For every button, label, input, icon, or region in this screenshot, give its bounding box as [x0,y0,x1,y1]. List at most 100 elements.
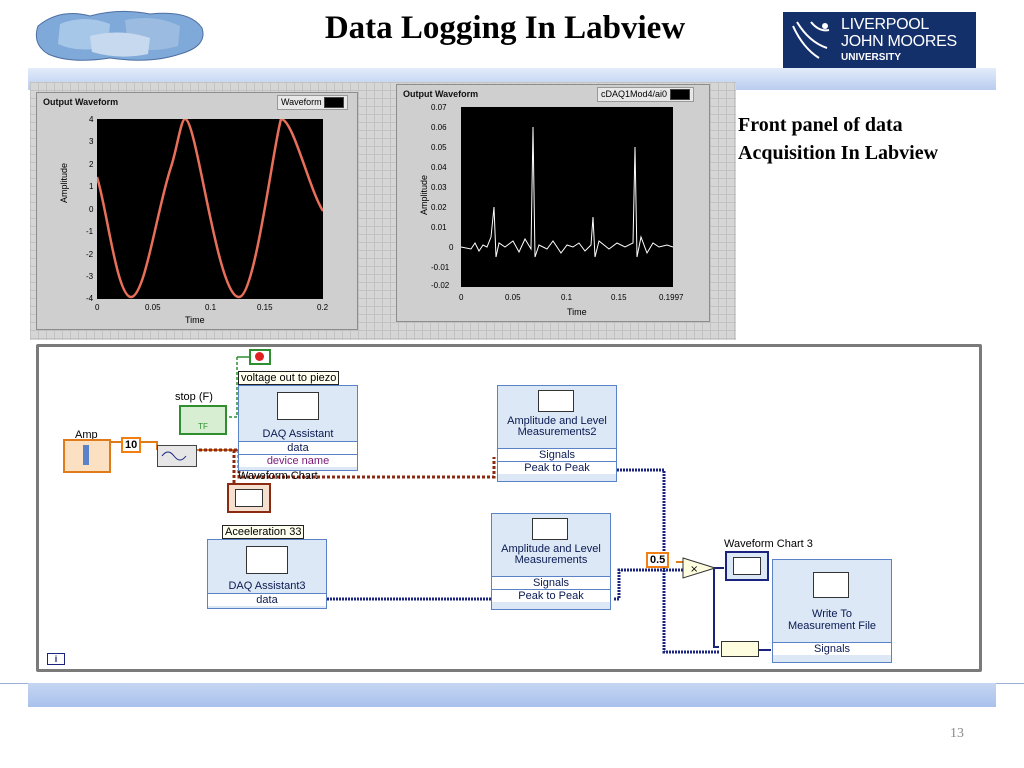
caption-line-2: Acquisition In Labview [738,142,939,164]
graph-2-legend[interactable]: cDAQ1Mod4/ai0 [597,87,694,103]
g2-ytick: 0.01 [431,223,447,232]
g2-xtick: 0 [459,293,464,302]
g2-xtick: 0.05 [505,293,521,302]
led-indicator [249,349,271,365]
g2-ytick: 0.03 [431,183,447,192]
stop-value: TF [198,422,208,431]
graph-2-title: Output Waveform [403,89,479,99]
acceleration-label: Aceeleration 33 [222,525,305,539]
daq-assistant-node[interactable]: DAQ Assistant data device name [238,385,358,471]
graph-1-legend[interactable]: Waveform [277,95,349,111]
graph-1-xlabel: Time [185,315,205,325]
legend-plot-icon [669,89,690,101]
g1-ytick: 2 [89,160,94,169]
multiply-icon[interactable]: × [682,557,716,579]
graph-2-legend-label: cDAQ1Mod4/ai0 [601,89,668,99]
alm1-peak-to-peak-terminal[interactable]: Peak to Peak [492,589,610,602]
waveform-chart-3-label: Waveform Chart 3 [724,538,813,550]
waveform-chart-3-terminal[interactable] [725,551,769,581]
daq-device-name-terminal[interactable]: device name [239,454,357,467]
alm2-signals-terminal[interactable]: Signals [498,448,616,461]
block-diagram: Amp 10 stop (F) TF voltage out to piezo … [36,344,982,672]
chart-icon [733,557,761,575]
graph-1-legend-label: Waveform [281,97,322,107]
g2-ytick: 0.06 [431,123,447,132]
g1-ytick: 3 [89,137,94,146]
caption-line-1: Front panel of data [738,114,903,136]
logo-line-3: UNIVERSITY [841,52,902,63]
g2-ytick: -0.01 [431,263,450,272]
graph-2-series-line [460,126,674,258]
output-waveform-graph-2: Output Waveform cDAQ1Mod4/ai0 Amplitude … [396,84,710,322]
amp-label: Amp [75,429,98,441]
write-signals-terminal[interactable]: Signals [773,642,891,655]
write-to-measurement-file-node[interactable]: Write To Measurement File Signals [772,559,892,663]
waveform-chart-terminal[interactable] [227,483,271,513]
alm1-signals-terminal[interactable]: Signals [492,576,610,589]
g1-ytick: 1 [89,182,94,191]
waveform-chart-label: Waveform Chart [238,470,318,482]
graph-1-ylabel: Amplitude [59,162,69,203]
slide-number: 13 [950,726,964,741]
alm1-title: Amplitude and Level Measurements [501,543,601,566]
slider-icon [83,445,89,465]
amplitude-level-measurements-node[interactable]: Amplitude and Level Measurements Signals… [491,513,611,610]
measurement-icon [538,390,574,412]
footer-band [28,683,996,707]
alm2-peak-to-peak-terminal[interactable]: Peak to Peak [498,461,616,474]
stop-label: stop (F) [175,391,213,403]
amp-slider-control[interactable] [63,439,111,473]
graph-2-xlabel: Time [567,307,587,317]
graph-1-series-line [95,117,325,299]
amplitude-level-measurements2-node[interactable]: Amplitude and Level Measurements2 Signal… [497,385,617,482]
write-title: Write To Measurement File [787,608,877,632]
g1-ytick: -4 [86,294,94,303]
merge-signals-node[interactable] [721,641,759,657]
g2-ytick: 0.05 [431,143,447,152]
conference-puzzle-logo [30,6,210,64]
g2-ytick: -0.02 [431,281,450,290]
g1-ytick: -2 [86,250,94,259]
daq-assistant-title: DAQ Assistant [262,428,334,440]
daq3-data-terminal[interactable]: data [208,593,326,606]
g2-xtick: 0.15 [611,293,627,302]
constant-10[interactable]: 10 [121,437,142,453]
stop-button-terminal[interactable]: TF [179,405,227,435]
constant-0-5[interactable]: 0.5 [646,552,670,568]
daq-data-terminal[interactable]: data [239,441,357,454]
file-write-icon [813,572,849,598]
g1-ytick: 4 [89,115,94,124]
chart-icon [235,489,263,507]
g1-xtick: 0.2 [317,303,329,312]
alm2-title: Amplitude and Level Measurements2 [507,415,607,438]
g2-xtick: 0.1997 [659,293,684,302]
waveform-generator-node[interactable] [157,445,197,467]
slide-caption: Front panel of data Acquisition In Labvi… [738,111,1024,167]
voltage-out-label: voltage out to piezo [238,371,340,385]
g2-xtick: 0.1 [561,293,573,302]
graph-2-plot [460,126,674,258]
graph-2-plot-area [460,107,674,287]
sine-icon [161,451,187,461]
svg-text:×: × [690,564,698,575]
output-waveform-graph-1: Output Waveform Waveform Amplitude 4 3 2… [36,92,358,330]
daq-icon [277,392,319,420]
daq3-title: DAQ Assistant3 [228,580,306,592]
measurement-icon [532,518,568,540]
graph-1-title: Output Waveform [43,97,119,107]
g2-ytick: 0.04 [431,163,447,172]
g1-ytick: -1 [86,227,94,236]
graph-1-plot-area [95,117,325,299]
logo-line-1: LIVERPOOL [841,16,930,33]
info-icon[interactable]: i [47,653,65,665]
g1-xtick: 0.15 [257,303,273,312]
g1-ytick: 0 [89,205,94,214]
daq-icon [246,546,288,574]
logo-line-2: JOHN MOORES [841,33,957,50]
university-logo: LIVERPOOL JOHN MOORES UNIVERSITY [783,12,976,70]
g2-ytick: 0.07 [431,103,447,112]
g2-ytick: 0.02 [431,203,447,212]
g1-xtick: 0.1 [205,303,217,312]
g1-xtick: 0 [95,303,100,312]
daq-assistant3-node[interactable]: DAQ Assistant3 data [207,539,327,609]
